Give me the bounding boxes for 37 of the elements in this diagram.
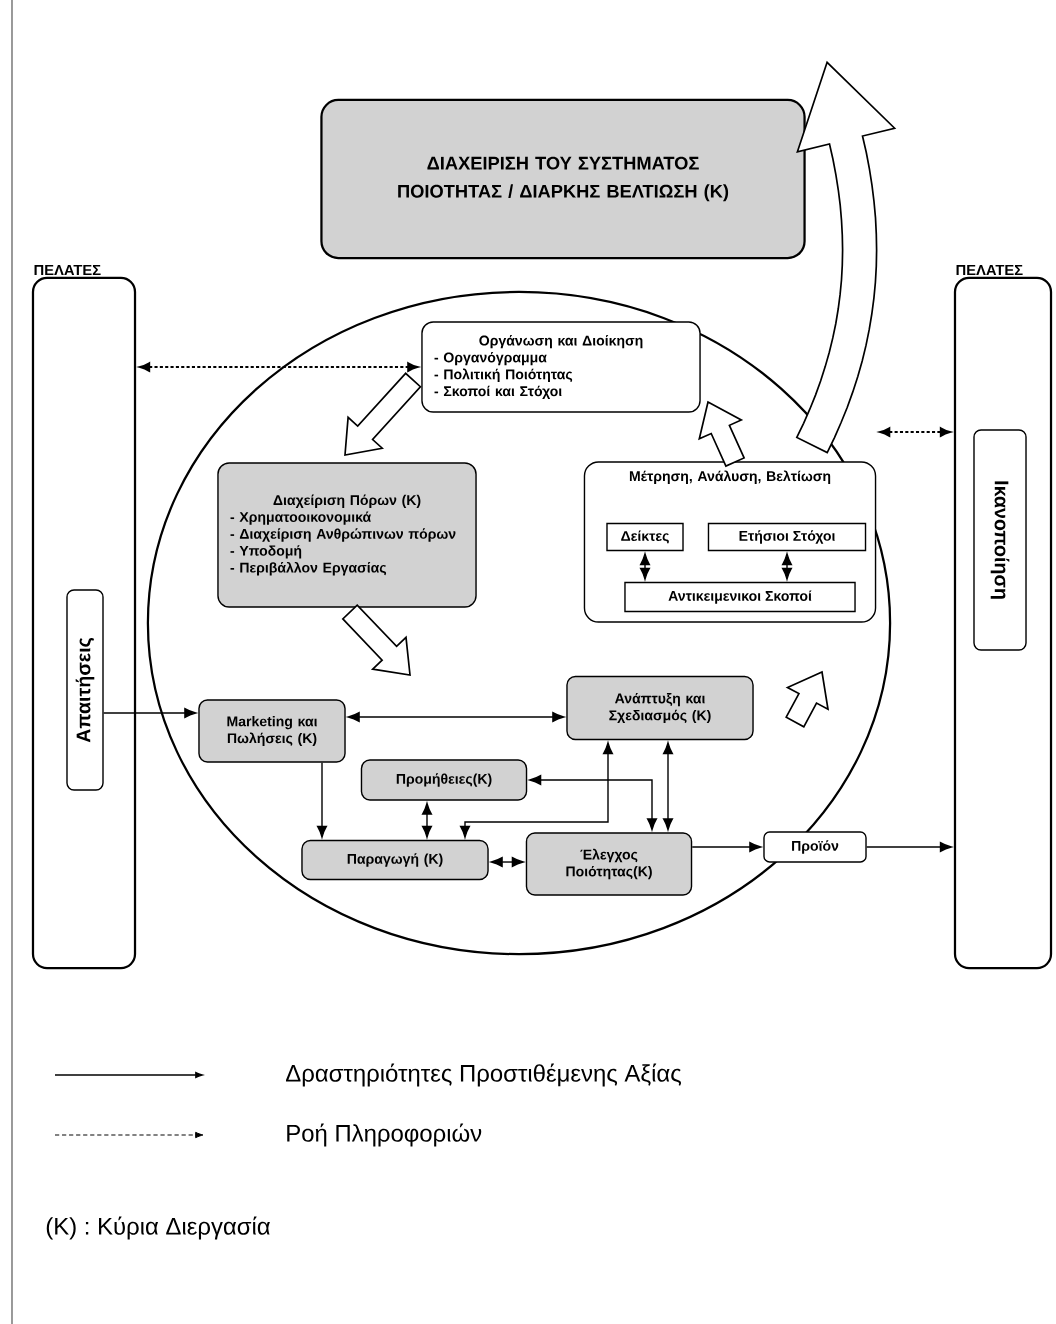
- process-box: Ετήσιοι Στόχοι: [707, 522, 867, 552]
- process-box: Ανάπτυξη και Σχεδιασμός (Κ): [566, 675, 754, 741]
- legend-text: Ροή Πληροφοριών: [287, 1123, 482, 1147]
- block-arrow: [795, 60, 897, 454]
- node-label: ΠΕΛΑΤΕΣ: [956, 264, 1023, 276]
- process-box: Έλεγχος Ποιότητας(Κ): [525, 832, 693, 896]
- title-box: ΔΙΑΧΕΙΡΙΣΗ ΤΟΥ ΣΥΣΤΗΜΑΤΟΣ ΠΟΙΟΤΗΤΑΣ / ΔΙΑΡΚΗΣ ΒΕΛΤΙΩΣΗ (Κ): [320, 98, 806, 260]
- block-arrow: [785, 670, 830, 728]
- arrow: [421, 802, 433, 838]
- arrow: [103, 707, 197, 719]
- arrow: [139, 362, 419, 372]
- process-box: Marketing και Πωλήσεις (Κ): [198, 699, 346, 763]
- organization-circle: [146, 290, 892, 956]
- arrow: [639, 553, 651, 580]
- process-box: Διαχείριση Πόρων (Κ) - Χρηματοοικονομικά - Διαχείριση Ανθρώπινων πόρων - Υποδομή - Περιβάλλον Εργασίας: [217, 462, 477, 608]
- arrow: [781, 553, 793, 580]
- output-box: Προϊόν: [763, 831, 867, 863]
- note: (Κ) : Κύρια Διεργασία: [46, 1216, 270, 1240]
- requirements-box: Απαιτήσεις: [66, 589, 104, 791]
- arrow: [529, 774, 658, 831]
- node-label: ΠΕΛΑΤΕΣ: [34, 264, 101, 276]
- process-box: Δείκτες: [606, 522, 684, 552]
- legend-text: Δραστηριότητες Προστιθέμενης Αξίας: [286, 1063, 681, 1087]
- process-box: Αντικειμενικοι Σκοποί: [624, 581, 856, 613]
- satisfaction-box: Ικανοποίηση: [973, 429, 1027, 651]
- arrow: [662, 742, 674, 831]
- arrow: [866, 841, 952, 853]
- arrow: [490, 856, 524, 868]
- arrow: [316, 762, 328, 838]
- arrow: [691, 841, 762, 853]
- arrow: [459, 742, 614, 838]
- process-box: Προμήθειες(Κ): [360, 759, 528, 801]
- block-arrow: [344, 372, 422, 457]
- arrow: [879, 427, 951, 437]
- process-box: Οργάνωση και Διοίκηση - Οργανόγραμμα - Πολιτική Ποιότητας - Σκοποί και Στόχοι: [421, 321, 701, 413]
- process-box: Παραγωγή (Κ): [301, 839, 489, 881]
- arrow: [347, 711, 565, 723]
